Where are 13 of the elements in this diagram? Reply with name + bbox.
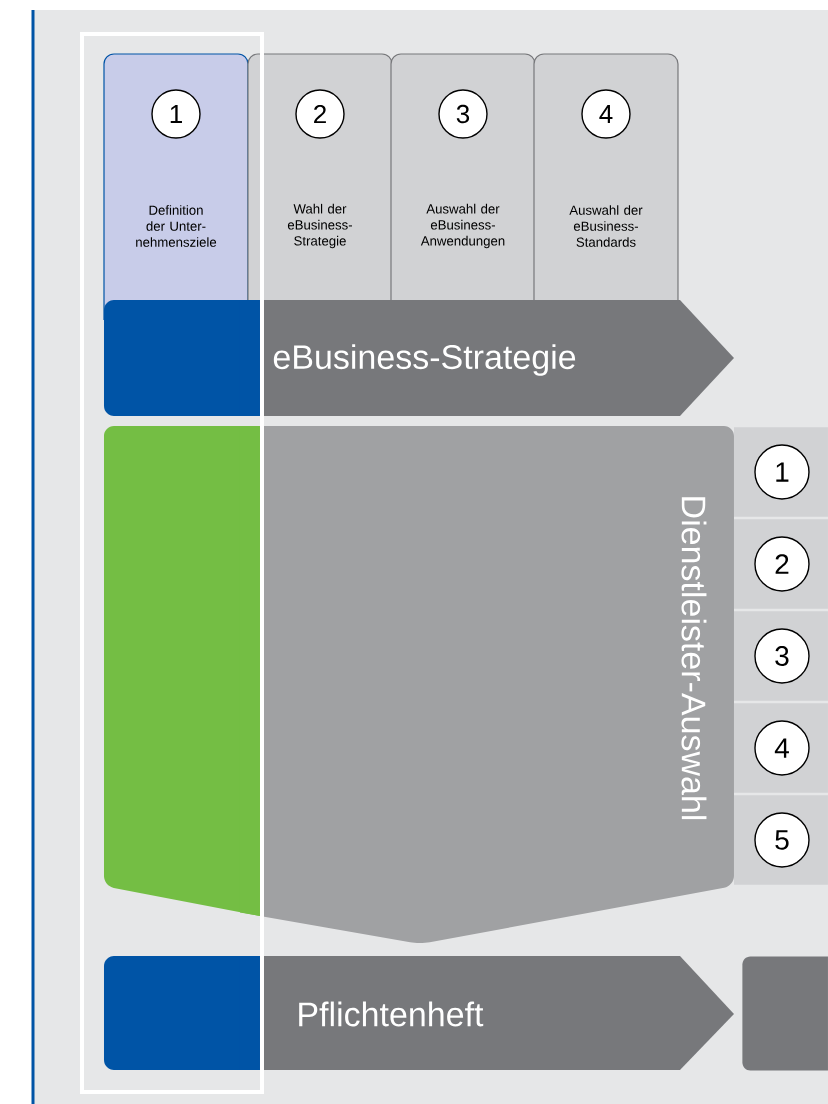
numbered-cell: 3 [734,611,828,701]
phase-bar: Pflichtenheft [104,956,734,1070]
numbered-cell: 4 [734,703,828,793]
phase-bar: eBusiness-Strategie [104,300,734,416]
numbered-cell: 1 [734,427,828,517]
arrow-box [742,956,828,1071]
node-label: 5 [775,830,789,850]
node-label: 4 [774,738,789,758]
node-label: 1 [776,462,789,482]
numbered-cell: 2 [734,519,828,609]
node-label: 3 [775,646,789,666]
numbered-cell: 5 [734,795,828,885]
node-label: 2 [775,554,789,574]
